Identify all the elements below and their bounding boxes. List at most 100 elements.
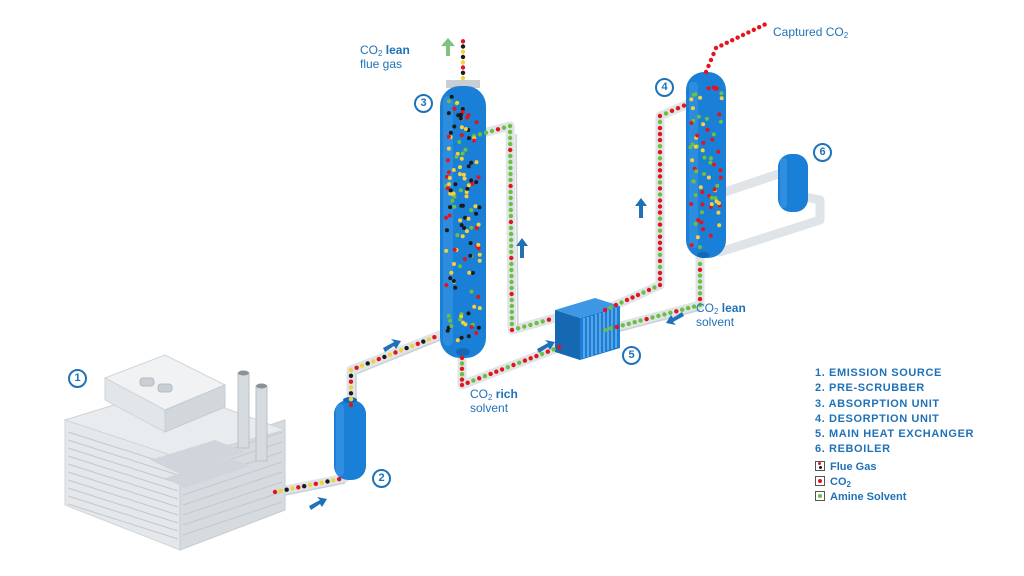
particle xyxy=(447,176,452,180)
particle xyxy=(459,223,464,228)
particle xyxy=(698,185,703,190)
particle xyxy=(509,279,514,285)
particle xyxy=(691,92,696,97)
particle xyxy=(522,358,528,363)
badge-pre-scrubber: 2 xyxy=(372,469,391,488)
particle xyxy=(680,307,685,312)
particle xyxy=(657,119,663,125)
particle xyxy=(662,312,667,317)
particle xyxy=(482,373,488,379)
particle xyxy=(702,172,707,176)
particle xyxy=(466,164,471,169)
particle xyxy=(415,341,420,346)
particle xyxy=(717,223,722,228)
particle xyxy=(718,175,723,180)
particle xyxy=(470,181,475,186)
particle xyxy=(446,313,451,318)
particle xyxy=(448,318,453,323)
particle xyxy=(452,106,457,111)
particle xyxy=(689,243,694,248)
particle xyxy=(509,261,514,267)
particle xyxy=(474,160,479,165)
particle xyxy=(657,258,663,264)
particle xyxy=(459,335,464,340)
particle xyxy=(452,262,456,266)
particle xyxy=(534,320,539,326)
particle xyxy=(476,175,481,180)
particle xyxy=(704,116,709,121)
legend-item: 2. PRE-SCRUBBER xyxy=(815,382,925,395)
particle xyxy=(657,186,663,191)
particle xyxy=(477,258,482,263)
particle xyxy=(444,174,449,179)
particle xyxy=(619,300,624,305)
particle xyxy=(348,385,354,390)
arrow-icon xyxy=(516,238,528,258)
particle xyxy=(708,160,713,165)
particle xyxy=(695,235,700,240)
amine-swatch-icon xyxy=(815,491,825,501)
particle xyxy=(371,359,376,364)
particle xyxy=(284,487,289,492)
particle xyxy=(719,119,723,124)
particle xyxy=(528,322,533,328)
particle xyxy=(477,306,482,311)
particle xyxy=(508,213,514,219)
particle xyxy=(517,360,522,365)
particle xyxy=(447,182,451,187)
particle xyxy=(446,111,451,116)
particle xyxy=(463,147,468,152)
particle xyxy=(477,205,482,210)
particle xyxy=(455,100,460,105)
particle xyxy=(657,174,663,179)
particle xyxy=(447,213,452,218)
particle xyxy=(469,208,474,213)
particle xyxy=(449,324,454,329)
particle xyxy=(711,51,716,57)
particle xyxy=(348,397,354,402)
pipe-exchanger-to-desorber xyxy=(600,98,695,315)
particle xyxy=(700,148,705,153)
particle xyxy=(657,137,663,143)
particle xyxy=(509,243,514,249)
particle xyxy=(460,44,466,49)
particle xyxy=(697,296,703,302)
particle xyxy=(509,315,515,321)
particle xyxy=(467,270,472,275)
particle xyxy=(507,129,513,135)
particle xyxy=(681,103,687,108)
particle xyxy=(448,130,453,135)
particle xyxy=(614,324,620,330)
particle xyxy=(446,134,451,139)
particle xyxy=(668,310,673,315)
particle xyxy=(509,321,515,327)
particle xyxy=(446,99,451,104)
particle xyxy=(509,285,514,291)
particle xyxy=(657,270,663,276)
particle xyxy=(468,241,473,246)
particle xyxy=(557,345,562,350)
particle xyxy=(495,127,501,132)
particle xyxy=(398,348,404,353)
particle xyxy=(444,248,449,253)
particle xyxy=(724,40,729,45)
particle xyxy=(696,218,701,223)
badge-absorption-unit: 3 xyxy=(414,94,433,113)
particle xyxy=(459,361,465,366)
particle xyxy=(460,107,465,111)
particle xyxy=(689,121,694,125)
particle xyxy=(460,65,466,70)
particle xyxy=(290,486,295,491)
particle xyxy=(698,95,703,100)
particle xyxy=(511,362,516,368)
particle xyxy=(719,91,724,96)
arrow-green-icon xyxy=(441,38,455,56)
flue-gas-swatch-icon xyxy=(815,461,825,471)
particle xyxy=(474,331,479,335)
particle xyxy=(697,285,703,290)
particle xyxy=(348,379,354,384)
particle xyxy=(463,322,468,327)
particle xyxy=(652,285,657,290)
particle xyxy=(716,201,721,206)
particle xyxy=(657,180,663,185)
